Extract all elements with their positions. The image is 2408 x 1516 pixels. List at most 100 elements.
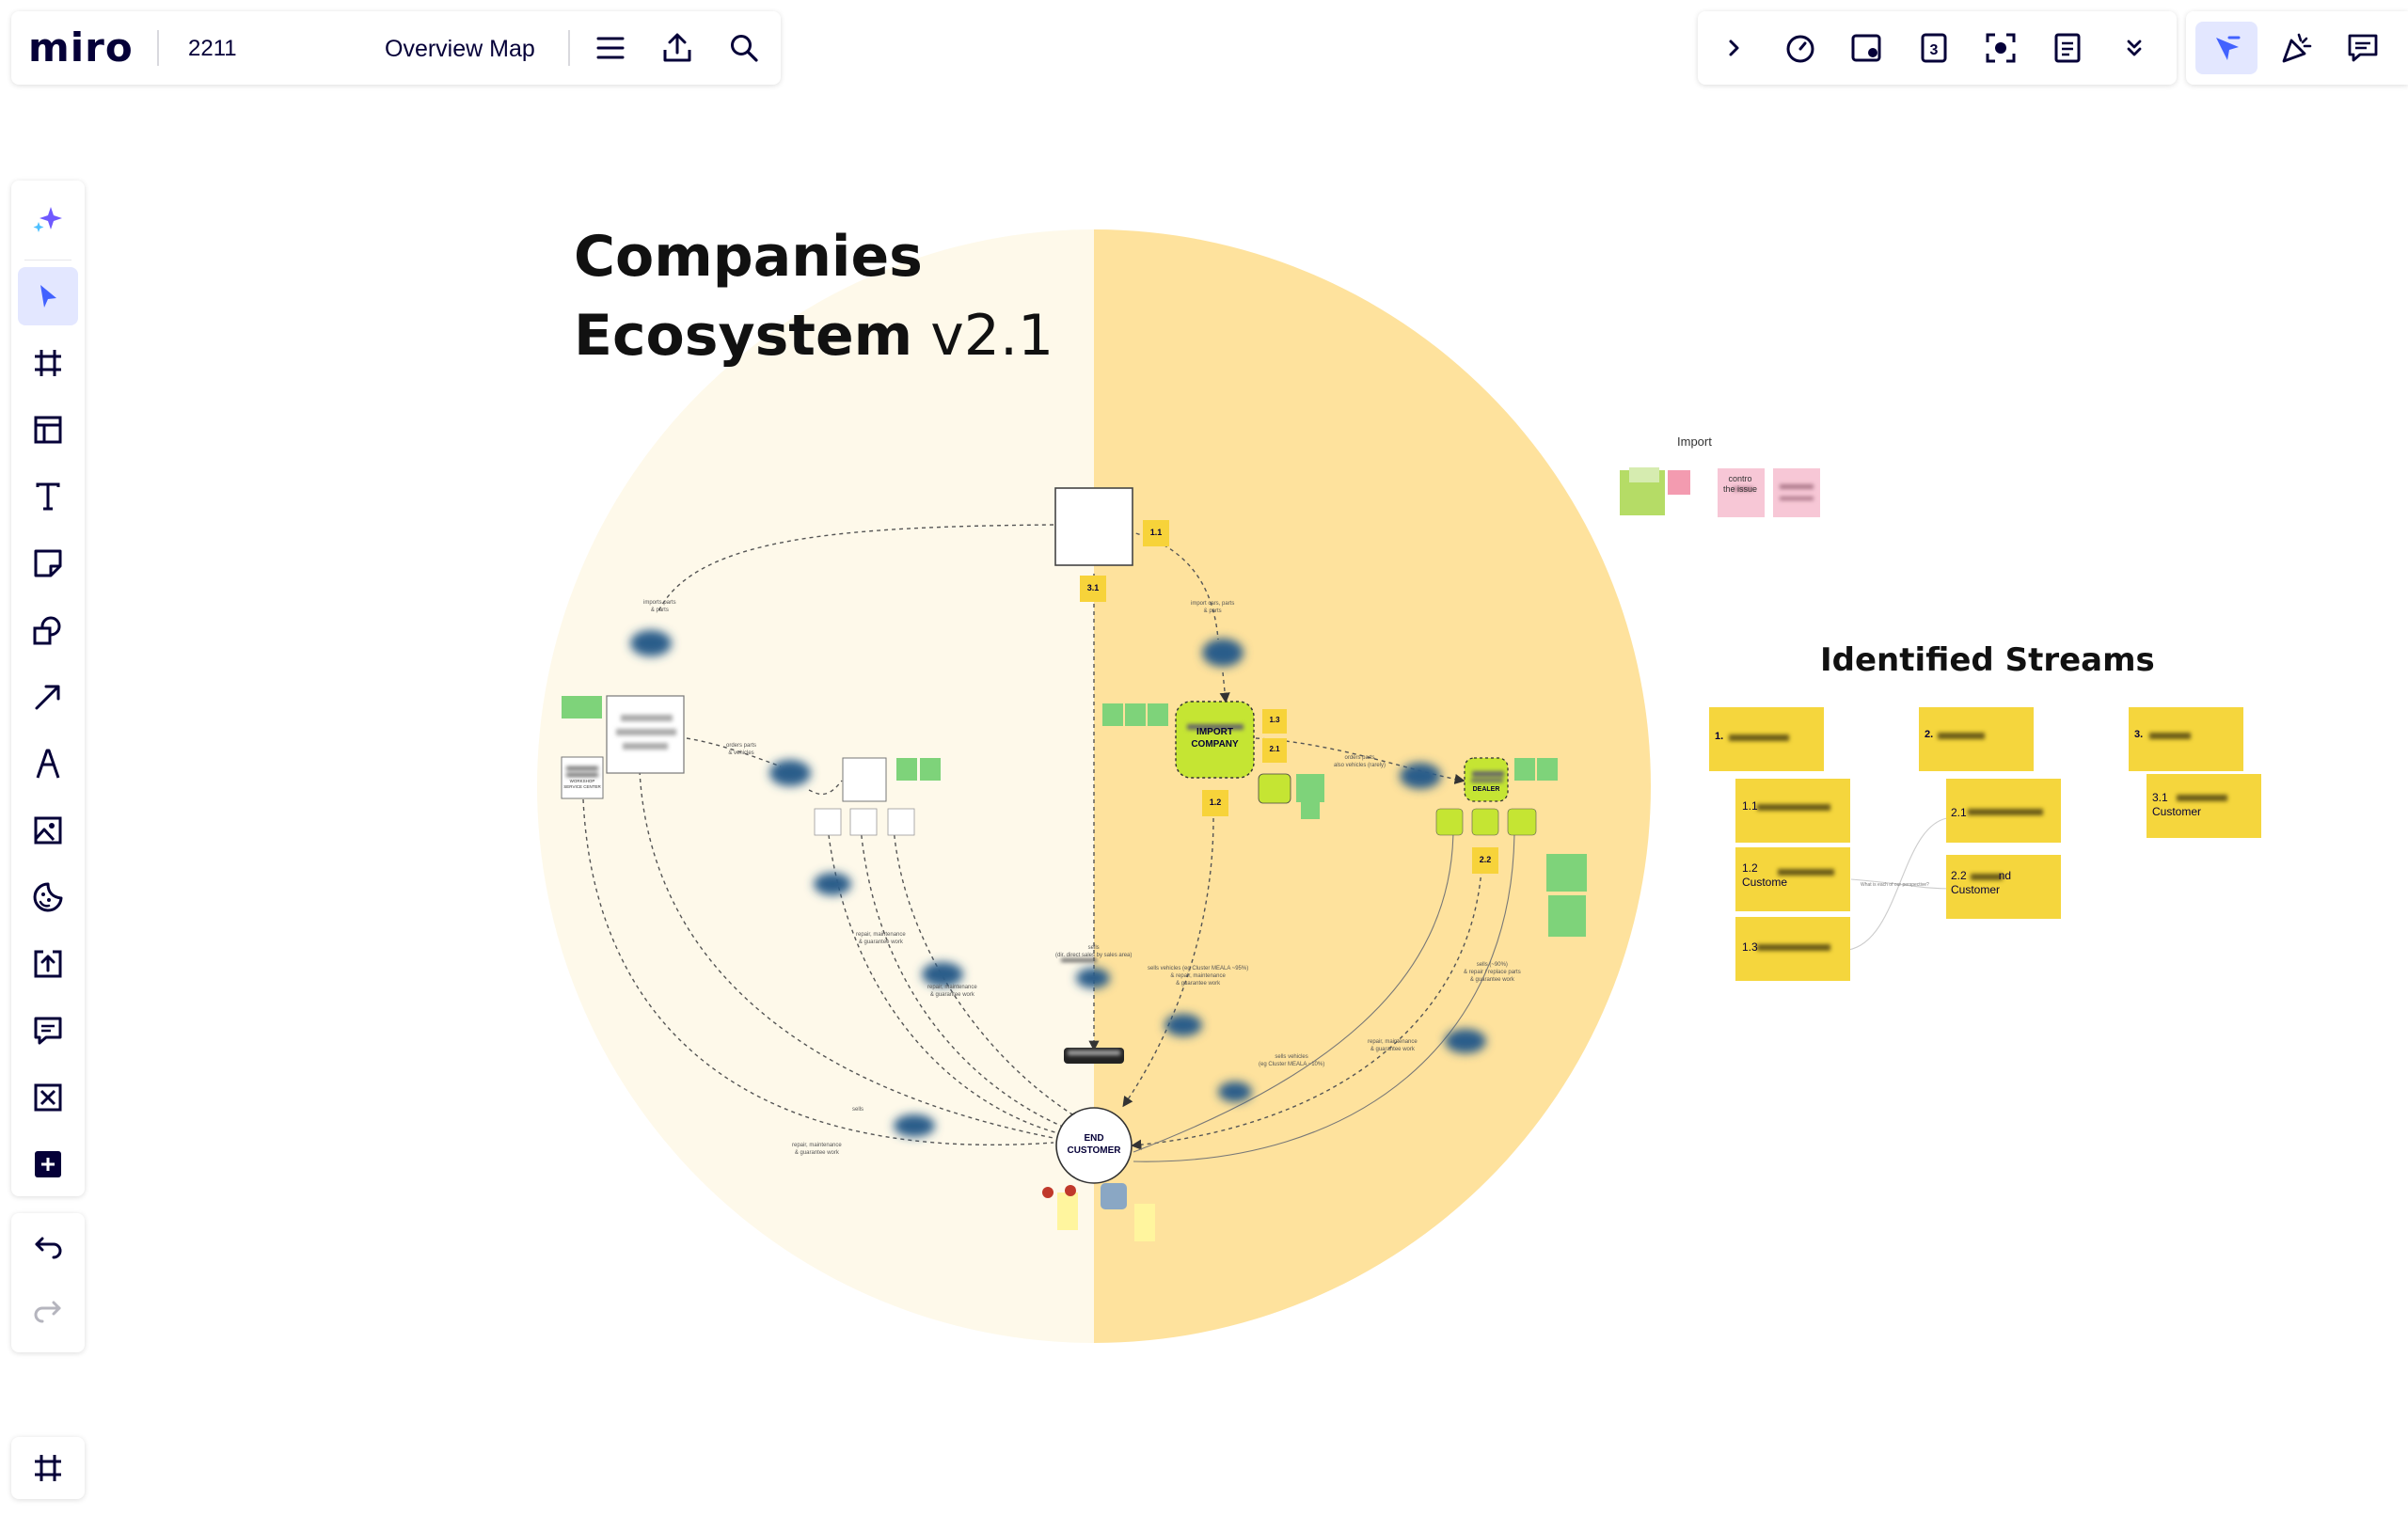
green-sticky[interactable]	[1148, 703, 1168, 726]
celebrate-icon[interactable]	[2271, 22, 2323, 74]
importer-node[interactable]	[1175, 701, 1255, 779]
side-sticky-pink[interactable]	[1773, 468, 1820, 517]
annotation[interactable]: repair, maintenance & guarantee work	[856, 931, 906, 946]
annotation[interactable]: repair, maintenance & guarantee work	[927, 984, 977, 999]
connector-line	[1122, 817, 1214, 1108]
sticky-note-icon[interactable]	[18, 534, 78, 592]
comments-icon[interactable]	[2337, 22, 2389, 74]
service-center-box[interactable]	[561, 756, 604, 799]
annotation-line: repair, maintenance	[856, 932, 906, 938]
annotation-line: & guarantee work	[929, 992, 974, 998]
notes-icon[interactable]	[2041, 22, 2094, 74]
upload-icon[interactable]	[651, 22, 704, 74]
green-sticky[interactable]	[1548, 895, 1586, 937]
top-left-toolbar: miro 2211 Overview Map	[11, 11, 781, 85]
stream-sticky-2-2[interactable]	[1946, 855, 2061, 919]
templates-icon[interactable]	[18, 401, 78, 459]
video-icon[interactable]	[1841, 22, 1893, 74]
cursor-follow-icon[interactable]	[2195, 22, 2258, 74]
small-lime-node[interactable]	[1435, 808, 1464, 836]
streams-stickies[interactable]	[1709, 707, 2261, 981]
annotation[interactable]: sells (dir. direct sales by sales area)	[1055, 944, 1132, 959]
undo-icon[interactable]	[18, 1221, 78, 1279]
more-apps-icon[interactable]	[18, 1135, 78, 1193]
connector-icon[interactable]	[18, 668, 78, 726]
mid-left-node-box[interactable]	[842, 757, 887, 802]
dark-label[interactable]	[1064, 1048, 1124, 1064]
annotation[interactable]: orders parts & vehicles	[726, 742, 756, 757]
label-2-1[interactable]	[1262, 738, 1287, 763]
text-icon[interactable]	[18, 467, 78, 526]
small-lime-node[interactable]	[1507, 808, 1537, 836]
countdown-icon[interactable]: 3	[1908, 22, 1960, 74]
sticker-icon[interactable]	[18, 868, 78, 926]
frames-panel-icon[interactable]	[18, 1439, 78, 1497]
pen-icon[interactable]	[18, 734, 78, 793]
green-sticky[interactable]	[562, 696, 602, 719]
small-note-box[interactable]	[849, 808, 878, 836]
label-1-3[interactable]	[1262, 709, 1287, 734]
annotation[interactable]: import cars, parts & parts	[1191, 600, 1234, 615]
green-sticky[interactable]	[1102, 703, 1123, 726]
miro-logo[interactable]: miro	[28, 24, 134, 71]
side-sticky-light[interactable]	[1629, 467, 1659, 482]
focus-icon[interactable]	[1974, 22, 2027, 74]
streams-heading[interactable]: Identified Streams	[1820, 641, 2155, 679]
small-note-box[interactable]	[814, 808, 842, 836]
green-sticky[interactable]	[1546, 854, 1587, 892]
side-sticky-pink[interactable]	[1718, 468, 1765, 517]
green-sticky[interactable]	[896, 758, 917, 781]
frame-icon[interactable]	[18, 334, 78, 392]
yellow-note[interactable]	[1134, 1204, 1155, 1241]
green-sticky[interactable]	[1514, 758, 1535, 781]
green-sticky[interactable]	[920, 758, 941, 781]
label-1-2[interactable]	[1202, 790, 1228, 816]
search-icon[interactable]	[718, 22, 770, 74]
stream-sticky-3-1[interactable]	[2147, 774, 2261, 838]
select-icon[interactable]	[18, 267, 78, 325]
annotation[interactable]: sells (~90%) & repair / replace parts & …	[1464, 961, 1521, 984]
comment-icon[interactable]	[18, 1002, 78, 1060]
small-lime-node[interactable]	[1471, 808, 1499, 836]
upload-icon[interactable]	[18, 935, 78, 993]
annotation-line: & parts	[650, 608, 669, 613]
yellow-note[interactable]	[1057, 1192, 1078, 1230]
annotation[interactable]: repair, maintenance & guarantee work	[1368, 1038, 1418, 1053]
view-name[interactable]: Overview Map	[385, 36, 535, 62]
stream-sticky-1-2[interactable]	[1735, 847, 1850, 911]
apps-icon[interactable]	[18, 1068, 78, 1127]
chevron-double-down-icon[interactable]	[2108, 22, 2161, 74]
annotation[interactable]: sells vehicles (eg Cluster MEALA ~95%) &…	[1148, 965, 1248, 987]
green-sticky[interactable]	[1537, 758, 1558, 781]
label-1-1-text: 1.1	[1149, 528, 1163, 537]
annotation[interactable]: repair, maintenance & guarantee work	[792, 1142, 842, 1157]
label-2-2[interactable]	[1472, 847, 1498, 874]
ecosystem-circle[interactable]	[537, 229, 1651, 1343]
menu-icon[interactable]	[584, 22, 637, 74]
side-sticky-pink[interactable]	[1668, 470, 1690, 495]
label-1-1[interactable]	[1143, 520, 1169, 546]
image-icon[interactable]	[18, 801, 78, 860]
top-node-box[interactable]	[1054, 487, 1133, 566]
small-note-box[interactable]	[887, 808, 915, 836]
green-sticky[interactable]	[1125, 703, 1146, 726]
annotation[interactable]: orders parts also vehicles (rarely)	[1334, 754, 1386, 769]
import-cluster-label[interactable]: Import	[1677, 434, 1712, 449]
board-title-line2[interactable]: Ecosystem v2.1	[574, 303, 1054, 369]
timer-icon[interactable]	[1774, 22, 1827, 74]
board-title-line1[interactable]: Companies	[574, 224, 923, 290]
label-3-1[interactable]	[1080, 576, 1106, 602]
end-customer-node[interactable]	[1055, 1107, 1133, 1184]
connection-lines	[582, 524, 1482, 1150]
ai-sparkle-icon[interactable]	[18, 190, 78, 248]
green-sticky[interactable]	[1301, 795, 1320, 819]
board-name[interactable]: 2211	[188, 36, 237, 61]
annotation[interactable]: sells vehicles (eg Cluster MEALA ~10%)	[1259, 1053, 1324, 1068]
annotation[interactable]: imports parts & parts	[643, 599, 676, 614]
shapes-icon[interactable]	[18, 601, 78, 659]
chevron-right-icon[interactable]	[1707, 22, 1760, 74]
small-lime-node[interactable]	[1258, 773, 1291, 804]
redo-icon[interactable]	[18, 1285, 78, 1343]
annotation[interactable]: sells	[852, 1106, 863, 1113]
